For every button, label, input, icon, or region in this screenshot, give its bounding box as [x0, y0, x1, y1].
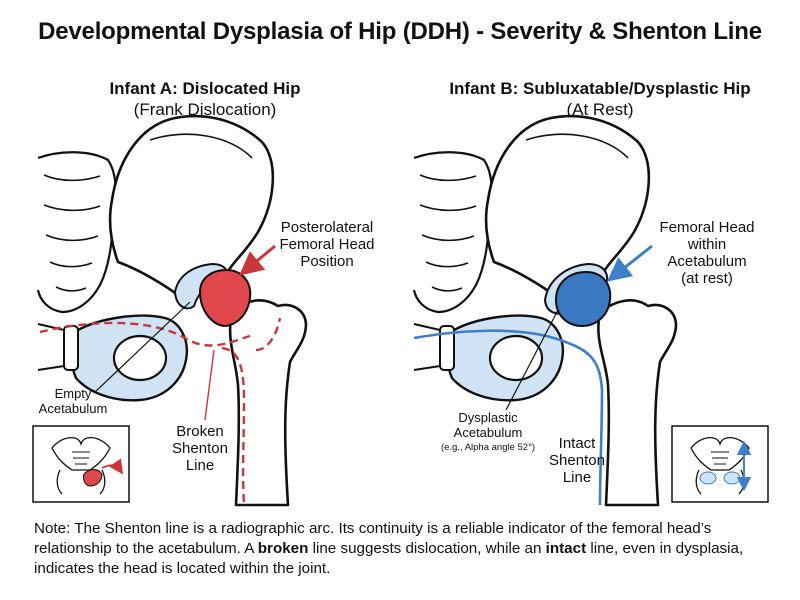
panel-b-head-arrow [606, 244, 653, 282]
panel-b-label-head-4: (at rest) [681, 270, 733, 287]
panel-a-femoral-head [198, 268, 252, 328]
panel-b-subheading: (At Rest) [566, 100, 634, 119]
panel-a-label-acetabulum-2: Acetabulum [39, 401, 108, 416]
panel-a-inset [32, 425, 130, 503]
panel-a-head-arrow [239, 244, 276, 276]
panel-b-inset [671, 425, 769, 503]
panel-b-illustration: Femoral Head within Acetabulum (at rest)… [412, 114, 769, 507]
note-part-1: Note: The Shenton line is a radiographic… [34, 520, 712, 557]
note-text: Note: The Shenton line is a radiographic… [34, 519, 774, 579]
panel-a-label-acetabulum-1: Empty [55, 386, 92, 401]
panel-a-label-head-3: Position [300, 253, 353, 270]
panel-b-label-acetabulum-2: Acetabulum [454, 425, 523, 440]
panel-b-title: Infant B: Subluxatable/Dysplastic Hip (A… [420, 78, 780, 120]
panel-a-label-shenton-2: Shenton [172, 440, 228, 457]
panel-b-obturator [488, 334, 544, 382]
panel-a-symphysis [63, 325, 79, 371]
panel-a-title: Infant A: Dislocated Hip (Frank Dislocat… [40, 78, 370, 120]
note-bold-intact: intact [545, 540, 587, 557]
panel-a-sacrum [36, 151, 117, 314]
panel-b-femur [597, 299, 678, 507]
panel-a-ilium [108, 114, 275, 302]
panel-a-acetabulum-leader [94, 301, 191, 393]
panel-a-shenton-leader [204, 349, 215, 421]
panel-b-heading: Infant B: Subluxatable/Dysplastic Hip [449, 79, 751, 98]
panel-b-label-head-2: within [687, 236, 726, 253]
main-title: Developmental Dysplasia of Hip (DDH) - S… [38, 18, 762, 45]
panel-b-label-head-3: Acetabulum [667, 253, 746, 270]
panel-b-label-acetabulum-1: Dysplastic [458, 410, 518, 425]
panel-b-sacrum [412, 151, 493, 314]
panel-a-label-head-1: Posterolateral [281, 219, 374, 236]
panel-b-label-shenton-2: Shenton [549, 452, 605, 469]
panel-b-acetabulum-leader [505, 309, 559, 411]
panel-a-illustration: Posterolateral Femoral Head Position Emp… [32, 114, 375, 507]
panel-a-femur [228, 299, 308, 507]
panel-b-ilium [484, 114, 651, 302]
panel-b-label-acetabulum-3: (e.g., Alpha angle 52°) [441, 442, 535, 453]
panel-b-label-head-1: Femoral Head [659, 219, 754, 236]
panel-b-femoral-head [554, 270, 612, 328]
note-part-2: line suggests dislocation, while an [308, 540, 546, 557]
panel-a-heading: Infant A: Dislocated Hip [109, 79, 301, 98]
panel-a-label-head-2: Femoral Head [279, 236, 374, 253]
panel-a-label-shenton-3: Line [186, 457, 214, 474]
panel-b-shenton-line [413, 329, 604, 506]
note-bold-broken: broken [257, 540, 309, 557]
panel-b-label-shenton-3: Line [563, 469, 591, 486]
note-part-3: line, even in dysplasia, indicates the h… [34, 540, 744, 577]
panel-a-label-shenton-1: Broken [176, 423, 224, 440]
panel-a-subheading: (Frank Dislocation) [133, 100, 277, 119]
diagram-canvas: Posterolateral Femoral Head Position Emp… [32, 114, 769, 507]
panel-a-obturator [112, 334, 168, 382]
panel-b-label-shenton-1: Intact [559, 435, 597, 452]
panel-a-shenton-line [39, 317, 282, 506]
panel-b-symphysis [439, 325, 455, 371]
